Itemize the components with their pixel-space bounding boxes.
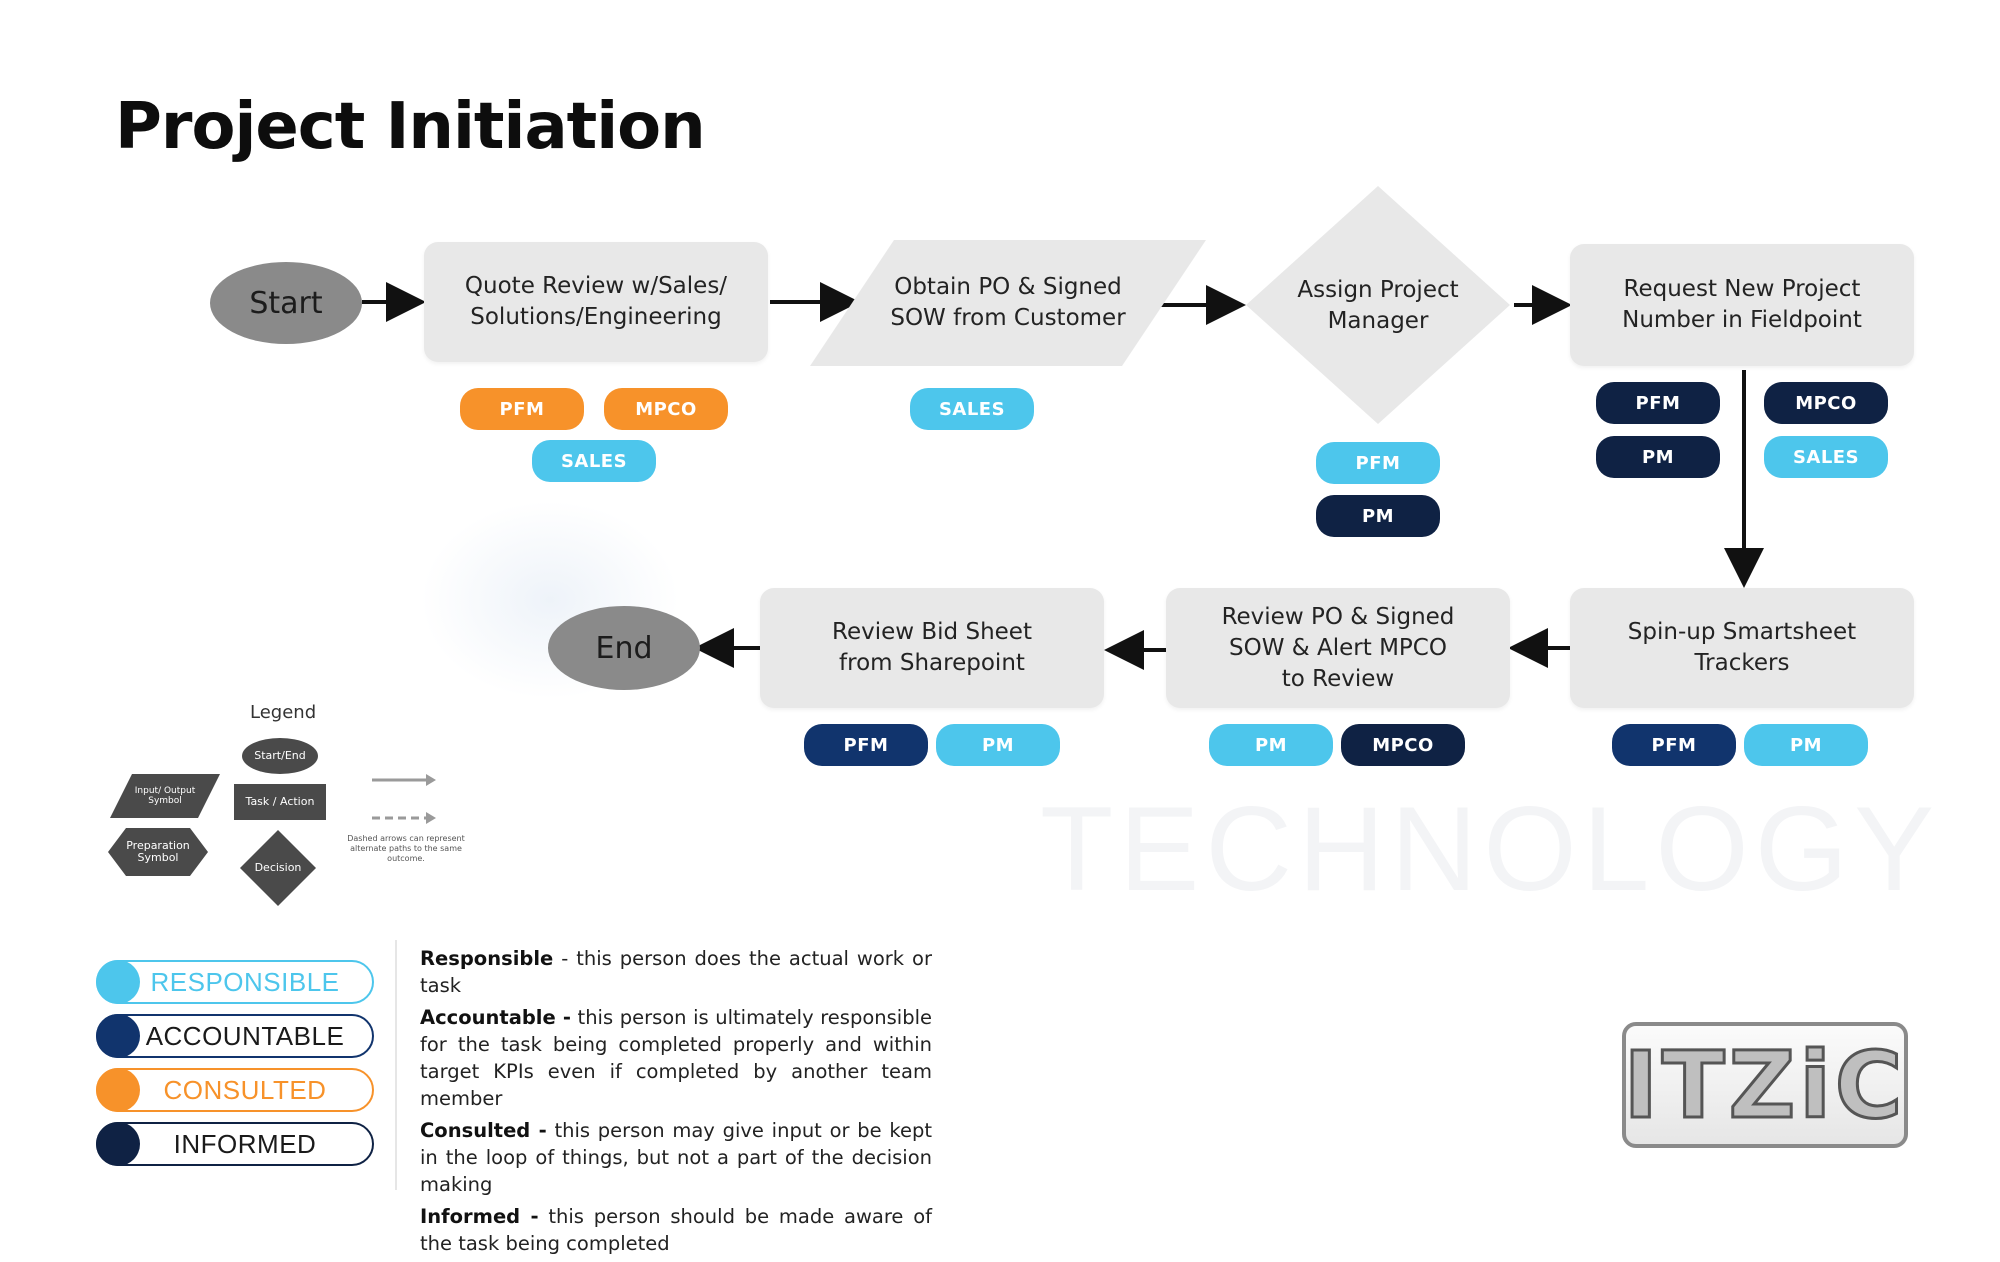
role-pm: PM [1316,495,1440,537]
role-pfm: PFM [1596,382,1720,424]
assign-pm-shape [1246,186,1510,424]
role-pfm: PFM [1316,442,1440,484]
legend-dashed-note: Dashed arrows can represent alternate pa… [347,834,465,863]
accountable-dot [96,1014,140,1058]
legend-preparation-symbol: Preparation Symbol [126,839,190,864]
obtain-po-shape [810,240,1206,366]
role-pm: PM [1744,724,1868,766]
raci-label: INFORMED [173,1128,317,1159]
raci-definitions: Responsible - this person does the actua… [420,945,932,1262]
definition-accountable: Accountable - this person is ultimately … [420,1006,932,1110]
role-sales: SALES [532,440,656,482]
review-po-task: Review PO & Signed SOW & Alert MPCO to R… [1166,588,1510,708]
raci-consulted: CONSULTED [96,1068,374,1112]
assign-pm-decision: Assign Project Manager [1297,277,1459,334]
role-pm: PM [1596,436,1720,478]
role-pfm: PFM [460,388,584,430]
role-mpco: MPCO [604,388,728,430]
responsible-dot [96,960,140,1004]
legend-preparation-shape [108,828,208,876]
raci-responsible: RESPONSIBLE [96,960,374,1004]
consulted-dot [96,1068,140,1112]
legend: Legend Start/End Input/ Output Symbol Ta… [70,690,490,920]
raci-label: CONSULTED [163,1074,327,1105]
spin-up-task: Spin-up Smartsheet Trackers [1570,588,1914,708]
raci-label: RESPONSIBLE [150,966,340,997]
definition-responsible: Responsible - this person does the actua… [420,947,932,997]
request-number-task: Request New Project Number in Fieldpoint [1570,244,1914,366]
start-node: Start [210,262,362,344]
role-sales: SALES [1764,436,1888,478]
divider [395,940,397,1190]
end-node: End [548,606,700,690]
quote-review-task: Quote Review w/Sales/ Solutions/Engineer… [424,242,768,362]
company-logo: ITZiC [1622,1022,1908,1148]
legend-start-end-symbol: Start/End [242,738,318,774]
review-bid-task: Review Bid Sheet from Sharepoint [760,588,1104,708]
page-title: Project Initiation [115,90,706,164]
raci-informed: INFORMED [96,1122,374,1166]
legend-decision-symbol: Decision [254,861,302,874]
role-pfm: PFM [1612,724,1736,766]
legend-task-action-symbol: Task / Action [234,784,326,820]
definition-informed: Informed - this person should be made aw… [420,1205,932,1255]
legend-input-output-shape [110,774,220,818]
informed-dot [96,1122,140,1166]
role-mpco: MPCO [1341,724,1465,766]
watermark-text: TECHNOLOGY [1040,782,1941,916]
role-mpco: MPCO [1764,382,1888,424]
role-sales: SALES [910,388,1034,430]
legend-title: Legend [250,702,317,723]
role-pm: PM [1209,724,1333,766]
legend-input-output-symbol: Input/ Output Symbol [134,786,196,806]
raci-label: ACCOUNTABLE [145,1020,345,1051]
role-pfm: PFM [804,724,928,766]
role-pm: PM [936,724,1060,766]
definition-consulted: Consulted - this person may give input o… [420,1119,932,1196]
legend-arrows [372,774,436,824]
raci-accountable: ACCOUNTABLE [96,1014,374,1058]
legend-decision-shape [240,830,316,906]
obtain-po-input: Obtain PO & Signed SOW from Customer [890,274,1126,331]
